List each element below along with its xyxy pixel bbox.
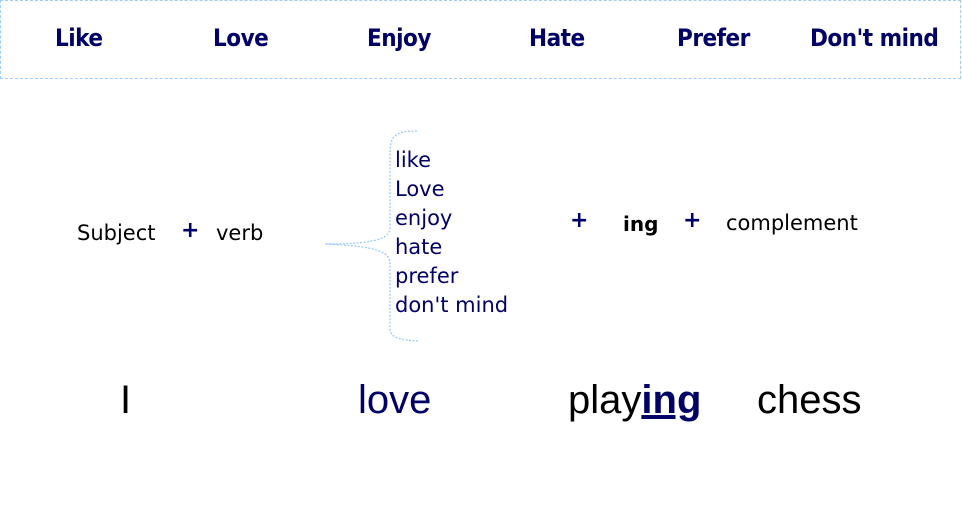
- verb-banner: [0, 0, 961, 79]
- banner-verb-love: Love: [213, 24, 269, 52]
- example-gerund-stem: play: [568, 378, 642, 422]
- verb-list-item: like: [395, 148, 432, 172]
- formula-complement: complement: [726, 211, 858, 235]
- banner-verb-dont-mind: Don't mind: [810, 24, 939, 52]
- verb-list-item: Love: [395, 177, 445, 201]
- curly-brace: [324, 130, 419, 342]
- formula-ing: ing: [623, 212, 659, 236]
- banner-verb-prefer: Prefer: [677, 24, 750, 52]
- banner-verb-hate: Hate: [529, 24, 585, 52]
- banner-verb-like: Like: [55, 24, 103, 52]
- verb-list-item: don't mind: [395, 293, 509, 317]
- formula-plus-2: +: [570, 208, 589, 233]
- example-gerund-suffix: ing: [641, 378, 702, 422]
- formula-subject: Subject: [77, 221, 156, 245]
- formula-plus-3: +: [683, 208, 702, 233]
- example-subject: I: [120, 378, 132, 422]
- example-object: chess: [757, 378, 862, 422]
- formula-plus-1: +: [181, 218, 200, 243]
- verb-list-item: prefer: [395, 264, 459, 288]
- formula-verb: verb: [216, 221, 264, 245]
- verb-list-item: enjoy: [395, 206, 453, 230]
- verb-list-item: hate: [395, 235, 443, 259]
- example-verb: love: [358, 378, 432, 422]
- example-gerund: playing: [568, 378, 701, 423]
- banner-verb-enjoy: Enjoy: [367, 24, 431, 52]
